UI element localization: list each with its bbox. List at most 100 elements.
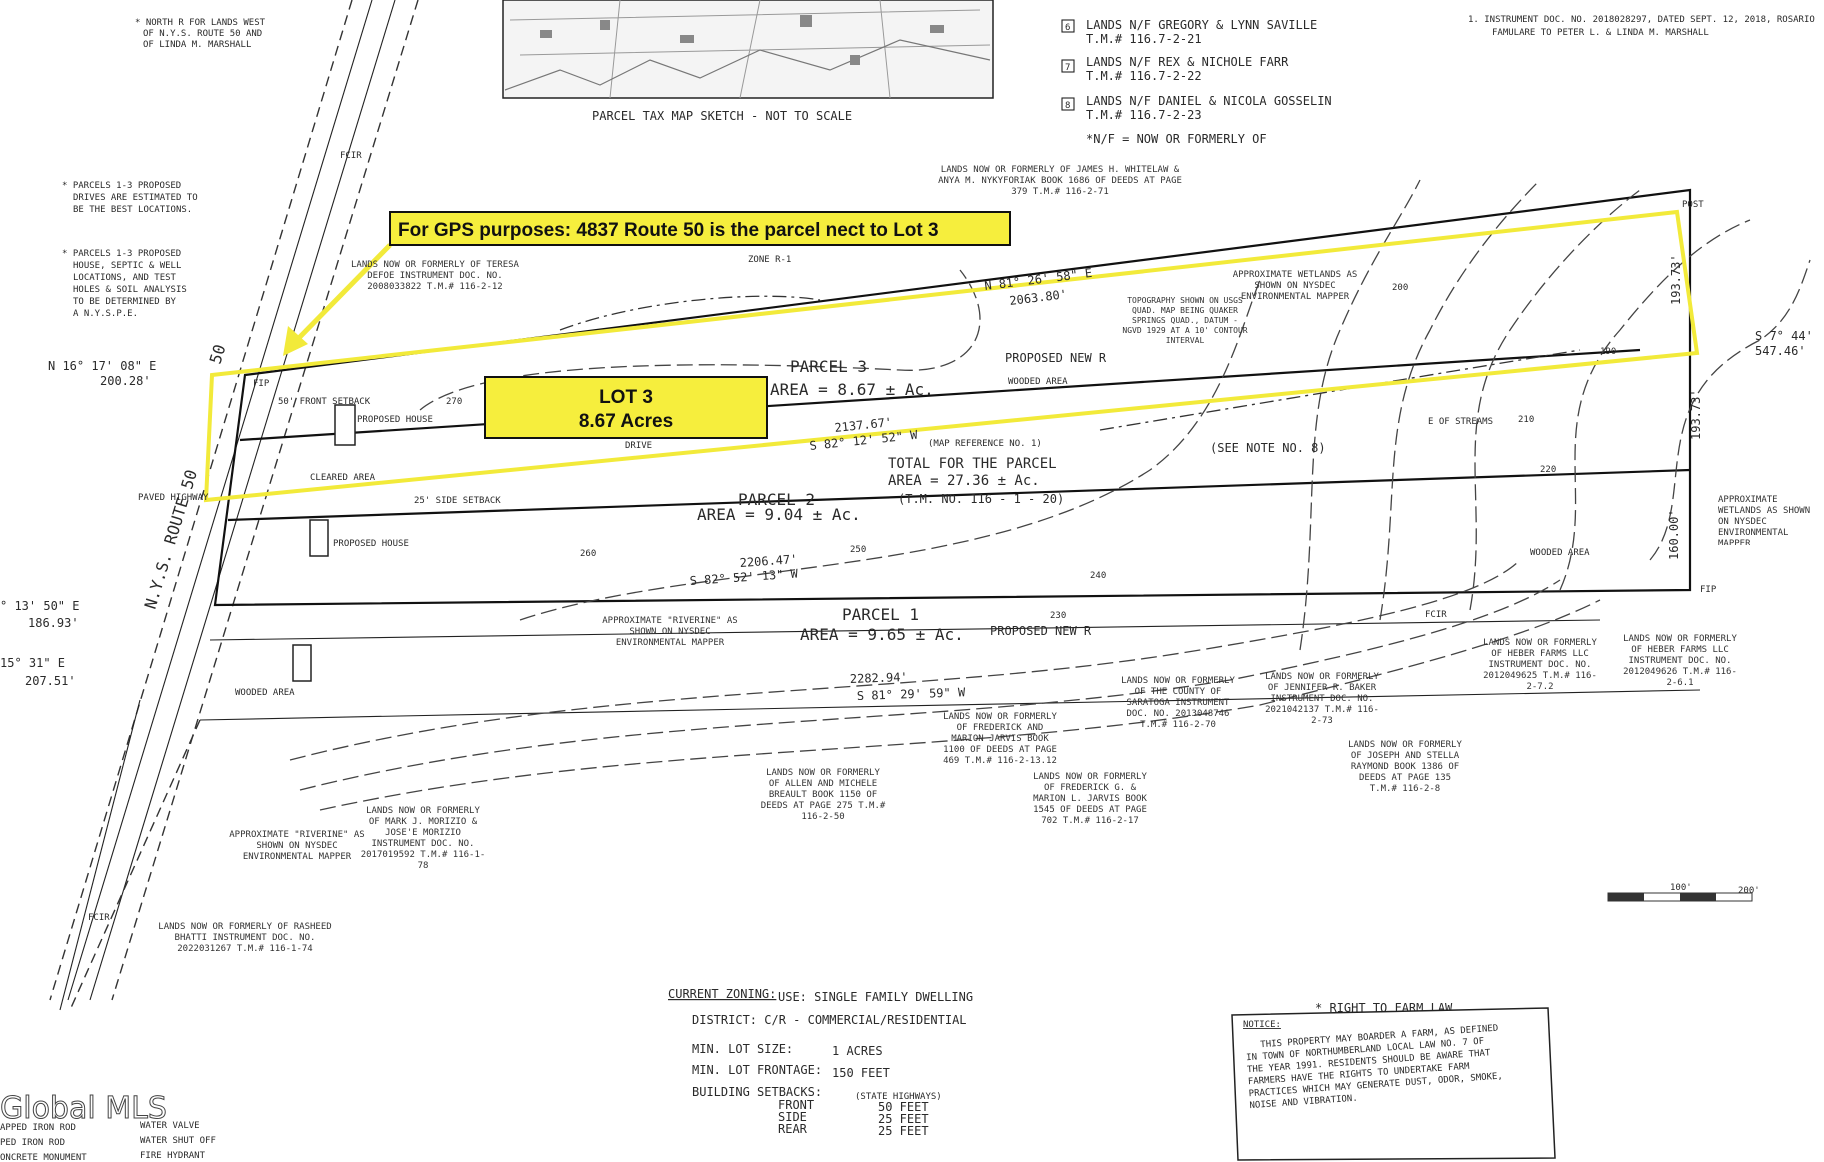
environmental-notes: APPROXIMATE WETLANDS AS SHOWN ON NYSDEC … bbox=[229, 270, 1811, 862]
bearing-label: N 16° 17' 08" E bbox=[48, 359, 156, 373]
lot-label: LOT 3 bbox=[599, 387, 653, 408]
zone-label: ZONE R-1 bbox=[748, 255, 791, 265]
proposed-house-label: PROPOSED HOUSE bbox=[333, 539, 409, 549]
zoning-label: MIN. LOT FRONTAGE: bbox=[692, 1063, 822, 1077]
setback-label: 25' SIDE SETBACK bbox=[414, 496, 501, 506]
zoning-use: USE: SINGLE FAMILY DWELLING bbox=[778, 990, 973, 1004]
owner-label: LANDS NOW OR FORMERLY OF TERESA DEFOE IN… bbox=[351, 260, 519, 292]
bearing-label: ° 13' 50" E bbox=[0, 599, 79, 613]
wooded-area-label: WOODED AREA bbox=[1530, 548, 1590, 558]
bearings: N 81° 26' 58" E 2063.80' 2137.67' S 82° … bbox=[0, 254, 1813, 703]
owner-label: LANDS NOW OR FORMERLY OF JAMES H. WHITEL… bbox=[938, 165, 1182, 197]
note-line: * PARCELS 1-3 PROPOSED bbox=[62, 249, 181, 259]
legend-line: LANDS N/F GREGORY & LYNN SAVILLE bbox=[1086, 18, 1317, 32]
legend-entry: ONCRETE MONUMENT bbox=[0, 1153, 87, 1162]
parcel-3-area: AREA = 8.67 ± Ac. bbox=[770, 380, 934, 399]
proposed-new-label: PROPOSED NEW R bbox=[1005, 351, 1107, 365]
zoning-label: REAR bbox=[778, 1122, 808, 1136]
proposed-house-label: PROPOSED HOUSE bbox=[357, 415, 433, 425]
tax-map-sketch: PARCEL TAX MAP SKETCH - NOT TO SCALE bbox=[502, 0, 994, 123]
contour-label: 250 bbox=[850, 545, 866, 555]
left-notes: * NORTH R FOR LANDS WEST OF N.Y.S. ROUTE… bbox=[62, 18, 266, 319]
owner-label: LANDS NOW OR FORMERLY OF RASHEED BHATTI … bbox=[158, 922, 332, 954]
owner-label: LANDS NOW OR FORMERLY OF JOSEPH AND STEL… bbox=[1348, 740, 1462, 794]
setback-label: 50' FRONT SETBACK bbox=[278, 397, 371, 407]
legend-line: T.M.# 116.7-2-21 bbox=[1086, 32, 1202, 46]
stream-label: E OF STREAMS bbox=[1428, 417, 1493, 427]
deed-ref-line: 1. INSTRUMENT DOC. NO. 2018028297, DATED… bbox=[1468, 15, 1815, 25]
owner-label: LANDS NOW OR FORMERLY OF FREDERICK AND M… bbox=[943, 712, 1057, 766]
contour-label: 210 bbox=[1518, 415, 1534, 425]
tax-map-caption: PARCEL TAX MAP SKETCH - NOT TO SCALE bbox=[592, 109, 852, 123]
owner-label: LANDS NOW OR FORMERLY OF MARK J. MORIZIO… bbox=[360, 806, 486, 871]
distance-label: 193.73' bbox=[1669, 254, 1683, 305]
zoning-value: 150 FEET bbox=[832, 1066, 890, 1080]
legend-line: T.M.# 116.7-2-23 bbox=[1086, 108, 1202, 122]
bearing-label: S 82° 52' 13" W bbox=[689, 566, 799, 588]
proposed-house-icon bbox=[292, 644, 312, 682]
proposed-new-label: PROPOSED NEW R bbox=[990, 624, 1092, 638]
post-label: POST bbox=[1682, 200, 1704, 210]
lot-3-callout: LOT 3 8.67 Acres bbox=[484, 376, 768, 439]
lot-3-highlight bbox=[203, 209, 1700, 503]
parcel-3-name: PARCEL 3 bbox=[790, 357, 867, 376]
fip-label: FIP bbox=[253, 379, 270, 389]
note-line: OF LINDA M. MARSHALL bbox=[143, 40, 251, 50]
zoning-label: MIN. LOT SIZE: bbox=[692, 1042, 793, 1056]
gps-callout-arrow bbox=[283, 243, 392, 356]
note-line: * NORTH R FOR LANDS WEST bbox=[135, 18, 266, 28]
deed-ref-line: FAMULARE TO PETER L. & LINDA M. MARSHALL bbox=[1492, 28, 1709, 38]
legend-entry: APPED IRON ROD bbox=[0, 1123, 76, 1133]
see-note-label: (SEE NOTE NO. 8) bbox=[1210, 441, 1326, 455]
map-reference-label: (MAP REFERENCE NO. 1) bbox=[928, 439, 1042, 449]
parcel-2-name: PARCEL 2 bbox=[738, 490, 815, 509]
bearing-label: S 7° 44' bbox=[1755, 329, 1813, 343]
legend-num: 7 bbox=[1065, 63, 1070, 73]
legend-line: LANDS N/F REX & NICHOLE FARR bbox=[1086, 55, 1289, 69]
cleared-area-label: CLEARED AREA bbox=[310, 473, 376, 483]
wooded-area-label: WOODED AREA bbox=[1008, 377, 1068, 387]
zoning-label: BUILDING SETBACKS: bbox=[692, 1085, 822, 1099]
zoning-subheading: (STATE HIGHWAYS) bbox=[855, 1092, 942, 1102]
deed-reference: 1. INSTRUMENT DOC. NO. 2018028297, DATED… bbox=[1468, 15, 1815, 38]
total-line-1: TOTAL FOR THE PARCEL bbox=[888, 456, 1057, 472]
note-line: * PARCELS 1-3 PROPOSED bbox=[62, 181, 181, 191]
misc-labels: PROPOSED NEW R PROPOSED NEW R (MAP REFER… bbox=[88, 151, 1717, 923]
fip-label: FIP bbox=[1700, 585, 1717, 595]
distance-label: 2063.80' bbox=[1009, 287, 1068, 308]
gps-note-text: For GPS purposes: 4837 Route 50 is the p… bbox=[398, 220, 939, 241]
bearing-label: S 81° 29' 59" W bbox=[857, 685, 967, 703]
total-line-3: (T.M. NO. 116 - 1 - 20) bbox=[898, 492, 1064, 506]
zoning-value: 25 FEET bbox=[878, 1112, 929, 1126]
zoning-label: FRONT bbox=[778, 1098, 814, 1112]
farm-law-notice: NOTICE: bbox=[1243, 1020, 1281, 1030]
zoning-table: CURRENT ZONING: USE: SINGLE FAMILY DWELL… bbox=[668, 987, 973, 1138]
distance-label: 547.46' bbox=[1755, 344, 1806, 358]
zoning-value: 50 FEET bbox=[878, 1100, 929, 1114]
distance-label: 2137.67' bbox=[834, 415, 893, 435]
legend-line: T.M.# 116.7-2-22 bbox=[1086, 69, 1202, 83]
fcir-label: FCIR bbox=[88, 913, 110, 923]
contour-label: 190 bbox=[1600, 347, 1616, 357]
paved-highway-label: PAVED HIGHWAY bbox=[138, 493, 209, 503]
parcel-1-area: AREA = 9.65 ± Ac. bbox=[800, 625, 964, 644]
topography-note: TOPOGRAPHY SHOWN ON USGS QUAD. MAP BEING… bbox=[1122, 296, 1248, 345]
note-line: OF N.Y.S. ROUTE 50 AND bbox=[143, 29, 262, 39]
note-line: TO BE DETERMINED BY bbox=[73, 297, 177, 307]
nf-note: *N/F = NOW OR FORMERLY OF bbox=[1086, 132, 1267, 146]
zoning-label: SIDE bbox=[778, 1110, 807, 1124]
owner-label: LANDS NOW OR FORMERLY OF THE COUNTY OF S… bbox=[1121, 676, 1235, 730]
note-line: LOCATIONS, AND TEST bbox=[73, 273, 177, 283]
note-line: A N.Y.S.P.E. bbox=[73, 309, 138, 319]
note-line: HOLES & SOIL ANALYSIS bbox=[73, 285, 187, 295]
road-number: 50 bbox=[206, 342, 230, 366]
fcir-label: FCIR bbox=[1425, 610, 1447, 620]
owner-label: LANDS NOW OR FORMERLY OF ALLEN AND MICHE… bbox=[760, 768, 886, 822]
contour-label: 270 bbox=[446, 397, 462, 407]
legend-entry: PED IRON ROD bbox=[0, 1138, 65, 1148]
lot-acres: 8.67 Acres bbox=[579, 411, 673, 432]
owner-label: LANDS NOW OR FORMERLY OF HEBER FARMS LLC… bbox=[1483, 638, 1597, 692]
parcel-2-area: AREA = 9.04 ± Ac. bbox=[697, 505, 861, 524]
wetlands-note: APPROXIMATE WETLANDS AS SHOWN ON NYSDEC … bbox=[1718, 495, 1811, 545]
